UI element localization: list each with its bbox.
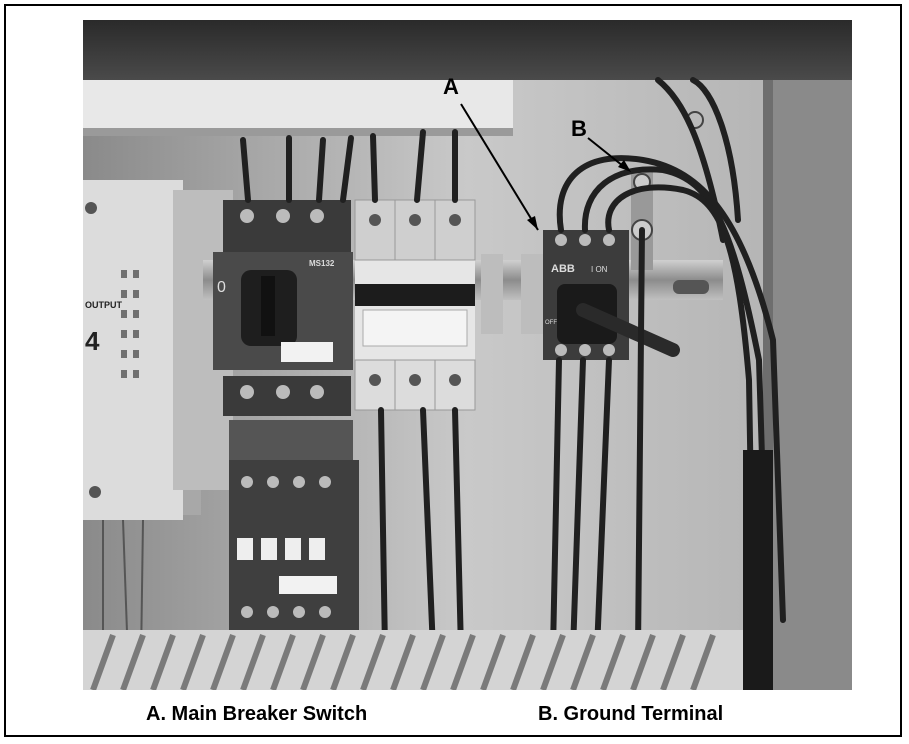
breaker-model-label: MS132 xyxy=(309,259,335,268)
callout-a: A xyxy=(443,74,539,231)
wiring xyxy=(240,77,786,653)
switch-off-label: OFF xyxy=(545,320,557,326)
callout-b: B xyxy=(571,116,631,172)
switch-brand-label: ABB xyxy=(551,263,575,275)
contactor xyxy=(229,420,359,640)
svg-text:0: 0 xyxy=(217,279,226,296)
power-supply-digit: 4 xyxy=(85,326,100,356)
enclosure-ceiling xyxy=(83,20,852,80)
power-supply-output-label: OUTPUT xyxy=(85,300,123,310)
caption-main-breaker-switch: A. Main Breaker Switch xyxy=(146,703,368,725)
caption-ground-terminal: B. Ground Terminal xyxy=(538,703,724,725)
motor-protection-breaker: 0 MS132 xyxy=(213,200,353,416)
circuit-breakers xyxy=(354,199,476,411)
callout-b-label: B xyxy=(571,116,587,141)
cable-sheath xyxy=(743,450,773,690)
main-breaker-switch: ABB I ON OFF xyxy=(543,230,680,360)
bottom-wire-duct xyxy=(83,630,743,690)
callout-a-label: A xyxy=(443,74,459,99)
electrical-panel-photo: OUTPUT 4 0 MS132 xyxy=(83,20,852,690)
switch-on-label: I ON xyxy=(591,265,608,274)
top-wire-duct xyxy=(83,80,513,130)
switch-handle xyxy=(576,303,680,357)
